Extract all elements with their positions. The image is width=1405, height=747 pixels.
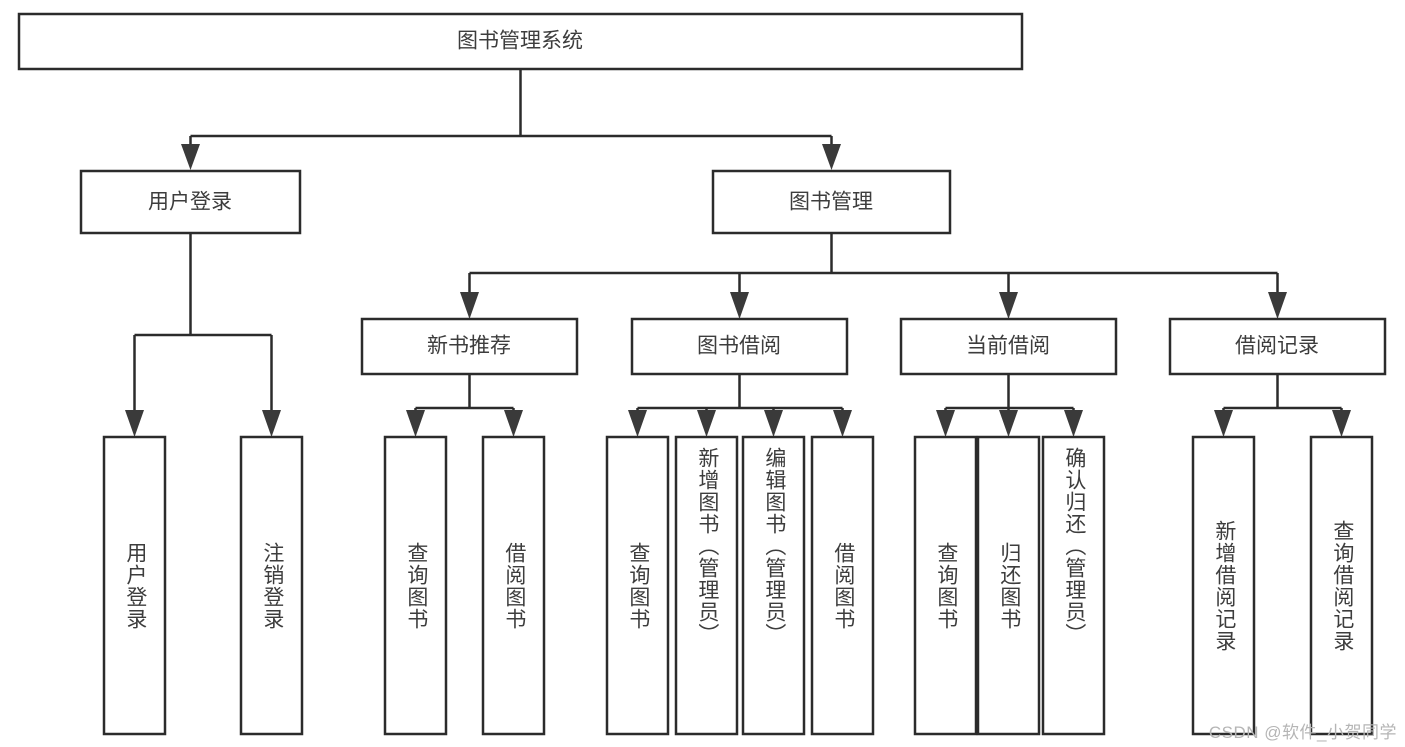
node-root-box[interactable]	[17, 12, 1024, 71]
arrow-icon-leaf-query-record	[1332, 410, 1351, 437]
node-new-book-recommend-box[interactable]	[360, 317, 579, 376]
node-borrow-record-label: 借阅记录	[1235, 335, 1319, 358]
leaf-add-book-box[interactable]	[674, 435, 739, 736]
arrow-icon-leaf-query-book-2	[628, 410, 647, 437]
node-new-book-recommend[interactable]: 新书推荐	[360, 317, 579, 376]
node-book-borrow[interactable]: 图书借阅	[630, 317, 849, 376]
arrow-icon-leaf-logout-login	[262, 410, 281, 437]
arrow-icon-leaf-query-book-1	[406, 410, 425, 437]
node-borrow-record[interactable]: 借阅记录	[1168, 317, 1387, 376]
leaf-query-book-1-box[interactable]	[383, 435, 448, 736]
node-root[interactable]: 图书管理系统	[17, 12, 1024, 71]
leaf-edit-book-box[interactable]	[741, 435, 806, 736]
connector-layer	[125, 69, 1351, 437]
leaf-query-book-3-box[interactable]	[913, 435, 978, 736]
csdn-watermark: CSDN @软件_小贺同学	[1208, 723, 1397, 742]
leaf-confirm-return-box[interactable]	[1041, 435, 1106, 736]
node-user-login[interactable]: 用户登录	[79, 169, 302, 235]
leaf-borrow-book-1-box[interactable]	[481, 435, 546, 736]
arrow-icon-book-management	[822, 144, 841, 170]
node-book-borrow-label: 图书借阅	[697, 335, 781, 358]
leaf-query-book-2-box[interactable]	[605, 435, 670, 736]
leaf-user-login-box[interactable]	[102, 435, 167, 736]
leaf-query-record-box[interactable]	[1309, 435, 1374, 736]
arrow-icon-user-login	[181, 144, 200, 170]
node-book-management[interactable]: 图书管理	[711, 169, 952, 235]
arrow-icon-leaf-add-book	[697, 410, 716, 437]
arrow-icon-leaf-return-book	[999, 410, 1018, 437]
arrow-icon-leaf-edit-book	[764, 410, 783, 437]
arrow-icon-leaf-borrow-book-2	[833, 410, 852, 437]
leaf-return-book-box[interactable]	[976, 435, 1041, 736]
node-current-borrow[interactable]: 当前借阅	[899, 317, 1118, 376]
node-current-borrow-box[interactable]	[899, 317, 1118, 376]
leaf-add-record-box[interactable]	[1191, 435, 1256, 736]
node-new-book-recommend-label: 新书推荐	[427, 335, 511, 358]
leaf-logout-login-box[interactable]	[239, 435, 304, 736]
leaf-box-layer	[102, 435, 1374, 736]
arrow-icon-leaf-add-record	[1214, 410, 1233, 437]
arrow-icon-borrow-record	[1268, 292, 1287, 319]
arrow-icon-leaf-query-book-3	[936, 410, 955, 437]
leaf-borrow-book-2-box[interactable]	[810, 435, 875, 736]
node-current-borrow-label: 当前借阅	[966, 335, 1050, 358]
arrow-icon-book-borrow	[730, 292, 749, 319]
node-user-login-label: 用户登录	[148, 191, 232, 214]
arrow-icon-leaf-user-login	[125, 410, 144, 437]
arrow-icon-leaf-borrow-book-1	[504, 410, 523, 437]
node-book-management-label: 图书管理	[789, 191, 873, 214]
arrow-icon-current-borrow	[999, 292, 1018, 319]
arrow-icon-leaf-confirm-return	[1064, 410, 1083, 437]
node-user-login-box[interactable]	[79, 169, 302, 235]
node-book-management-box[interactable]	[711, 169, 952, 235]
node-book-borrow-box[interactable]	[630, 317, 849, 376]
node-borrow-record-box[interactable]	[1168, 317, 1387, 376]
arrow-icon-new-book-recommend	[460, 292, 479, 319]
node-root-label: 图书管理系统	[457, 30, 583, 53]
